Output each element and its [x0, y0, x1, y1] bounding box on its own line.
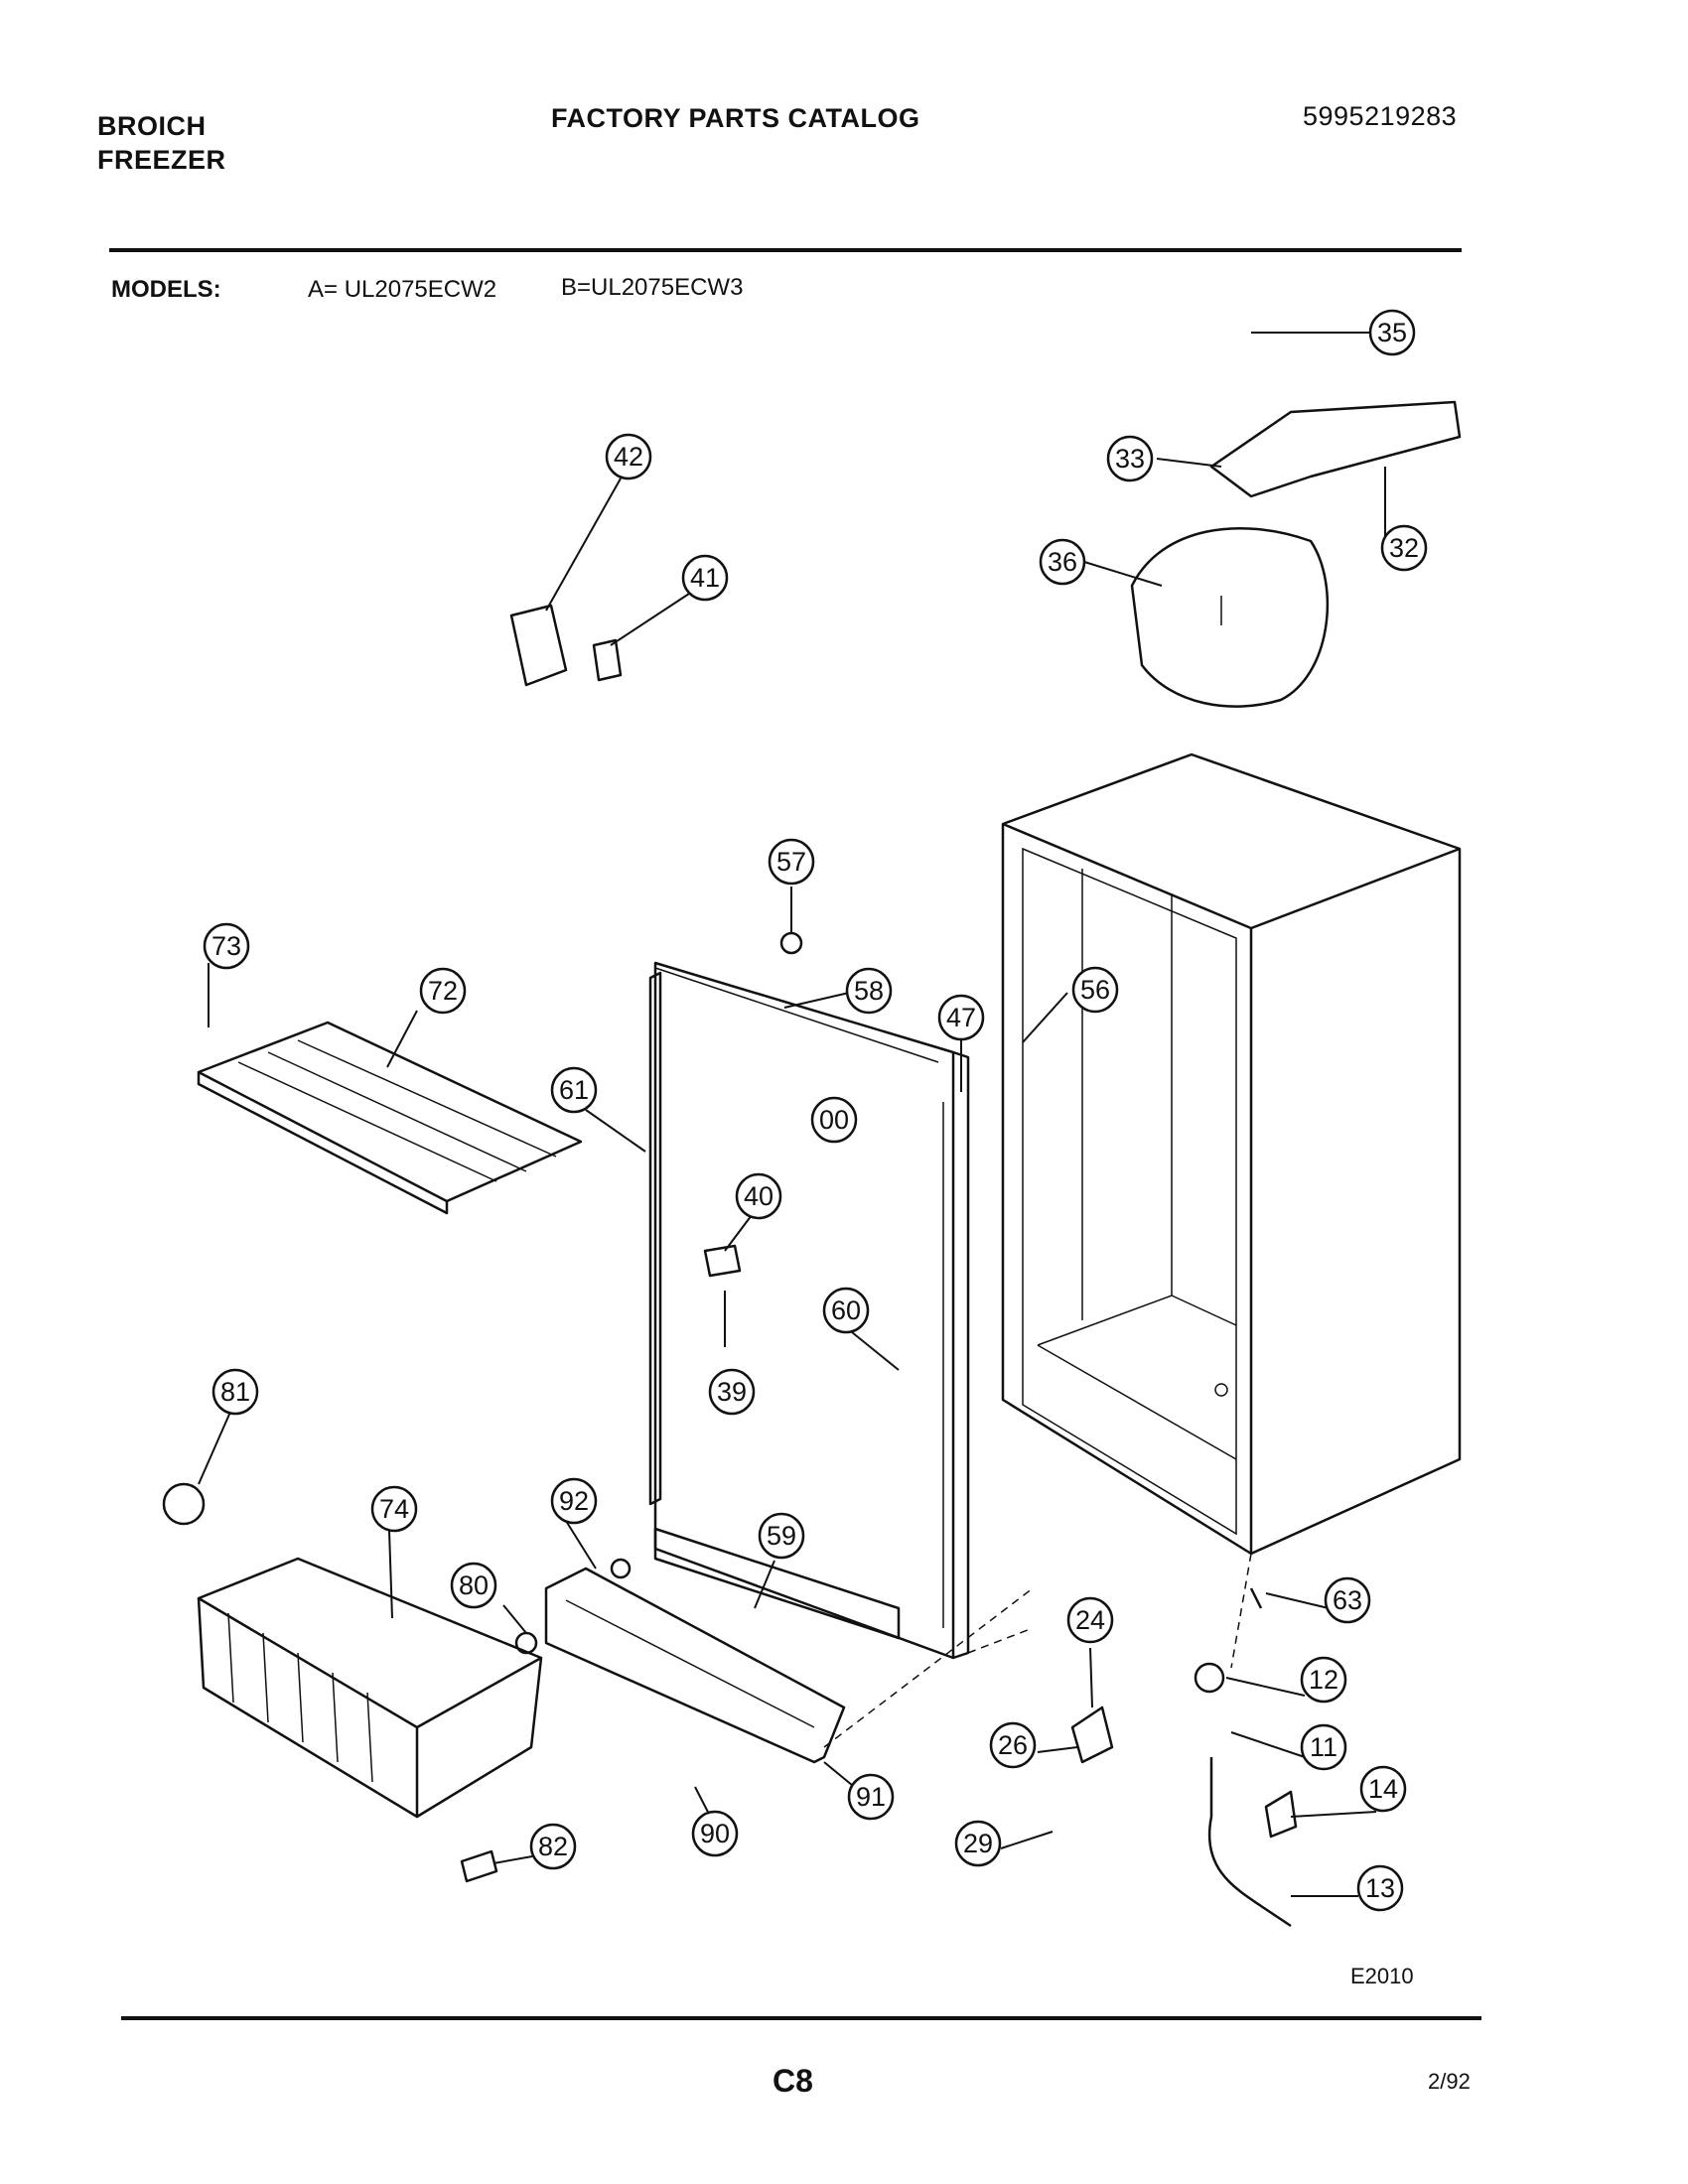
svg-text:56: 56 [1080, 975, 1110, 1005]
assembly-line [967, 1627, 1034, 1654]
svg-text:42: 42 [614, 442, 643, 472]
models-label: MODELS: [111, 276, 221, 303]
compressor-part [1130, 400, 1462, 708]
page-number: C8 [773, 2063, 813, 2099]
svg-text:63: 63 [1333, 1585, 1362, 1615]
callout-40: 40 [735, 1172, 782, 1220]
callout-60: 60 [822, 1287, 870, 1334]
footer-rule [121, 2016, 1481, 2020]
svg-text:14: 14 [1368, 1774, 1398, 1804]
svg-text:24: 24 [1075, 1605, 1105, 1635]
callout-59: 59 [758, 1512, 805, 1560]
callout-73: 73 [203, 922, 250, 970]
svg-text:13: 13 [1365, 1873, 1395, 1903]
svg-text:33: 33 [1115, 444, 1145, 474]
svg-text:40: 40 [744, 1181, 774, 1211]
svg-text:59: 59 [767, 1521, 796, 1551]
revision-date: 2/92 [1428, 2069, 1471, 2094]
callout-81: 81 [211, 1368, 259, 1416]
svg-text:74: 74 [379, 1494, 409, 1524]
callout-74: 74 [370, 1485, 418, 1533]
svg-text:91: 91 [856, 1782, 886, 1812]
door-part [653, 961, 970, 1660]
basket-part [197, 1557, 543, 1819]
svg-text:29: 29 [963, 1829, 993, 1858]
svg-text:36: 36 [1048, 547, 1077, 577]
svg-text:82: 82 [538, 1832, 568, 1861]
callout-92: 92 [550, 1477, 598, 1525]
svg-text:26: 26 [998, 1730, 1028, 1760]
assembly-line [1230, 1553, 1252, 1669]
callout-58: 58 [845, 967, 893, 1015]
svg-text:32: 32 [1389, 533, 1419, 563]
callout-39: 39 [708, 1368, 756, 1416]
svg-text:81: 81 [220, 1377, 250, 1407]
svg-text:61: 61 [559, 1075, 589, 1105]
leader-lines [198, 332, 1386, 1897]
header-rule [109, 248, 1462, 252]
svg-text:60: 60 [831, 1296, 861, 1325]
callout-61: 61 [550, 1066, 598, 1114]
model-b: B=UL2075ECW3 [561, 274, 744, 301]
svg-text:72: 72 [428, 976, 458, 1006]
svg-text:35: 35 [1377, 318, 1407, 347]
callout-33: 33 [1106, 435, 1154, 482]
catalog-number: 5995219283 [1303, 101, 1458, 131]
thermostat-part [509, 604, 623, 687]
callout-36: 36 [1039, 538, 1086, 586]
model-a: A= UL2075ECW2 [308, 276, 497, 303]
callout-91: 91 [847, 1773, 895, 1821]
callout-00: 00 [810, 1096, 858, 1144]
svg-text:11: 11 [1310, 1732, 1337, 1762]
svg-text:73: 73 [211, 931, 241, 961]
svg-text:00: 00 [819, 1105, 849, 1135]
callout-11: 11 [1300, 1723, 1347, 1771]
svg-text:57: 57 [776, 847, 806, 877]
callout-80: 80 [450, 1562, 497, 1609]
callout-41: 41 [681, 554, 729, 602]
door-gasket-part [648, 971, 901, 1640]
svg-text:80: 80 [459, 1570, 489, 1600]
callout-12: 12 [1300, 1656, 1347, 1704]
callout-90: 90 [691, 1810, 739, 1857]
callout-57: 57 [768, 838, 815, 886]
callout-42: 42 [605, 433, 652, 480]
callout-29: 29 [954, 1820, 1002, 1867]
svg-text:47: 47 [946, 1003, 976, 1032]
svg-text:12: 12 [1309, 1665, 1338, 1695]
callout-24: 24 [1066, 1596, 1114, 1644]
grille-part [544, 1567, 846, 1764]
callout-47: 47 [937, 994, 985, 1041]
callout-26: 26 [989, 1721, 1037, 1769]
product-type: FREEZER [97, 145, 226, 175]
brand-name: BROICH [97, 111, 207, 141]
callout-72: 72 [419, 967, 467, 1015]
svg-text:39: 39 [717, 1377, 747, 1407]
callout-32: 32 [1380, 524, 1428, 572]
shelf-part [197, 1021, 583, 1215]
drawing-code: E2010 [1350, 1964, 1414, 1988]
cabinet-part [1001, 752, 1462, 1556]
catalog-title: FACTORY PARTS CATALOG [551, 103, 920, 133]
callout-35: 35 [1368, 309, 1416, 356]
callout-63: 63 [1324, 1576, 1371, 1624]
svg-text:58: 58 [854, 976, 884, 1006]
callout-82: 82 [529, 1823, 577, 1870]
svg-text:92: 92 [559, 1486, 589, 1516]
callout-56: 56 [1071, 966, 1119, 1014]
svg-text:41: 41 [690, 563, 720, 593]
drain-hose-part [1194, 1662, 1292, 1928]
svg-text:90: 90 [700, 1819, 730, 1848]
callout-14: 14 [1359, 1765, 1407, 1813]
callout-13: 13 [1356, 1864, 1404, 1912]
assembly-line [823, 1587, 1034, 1748]
